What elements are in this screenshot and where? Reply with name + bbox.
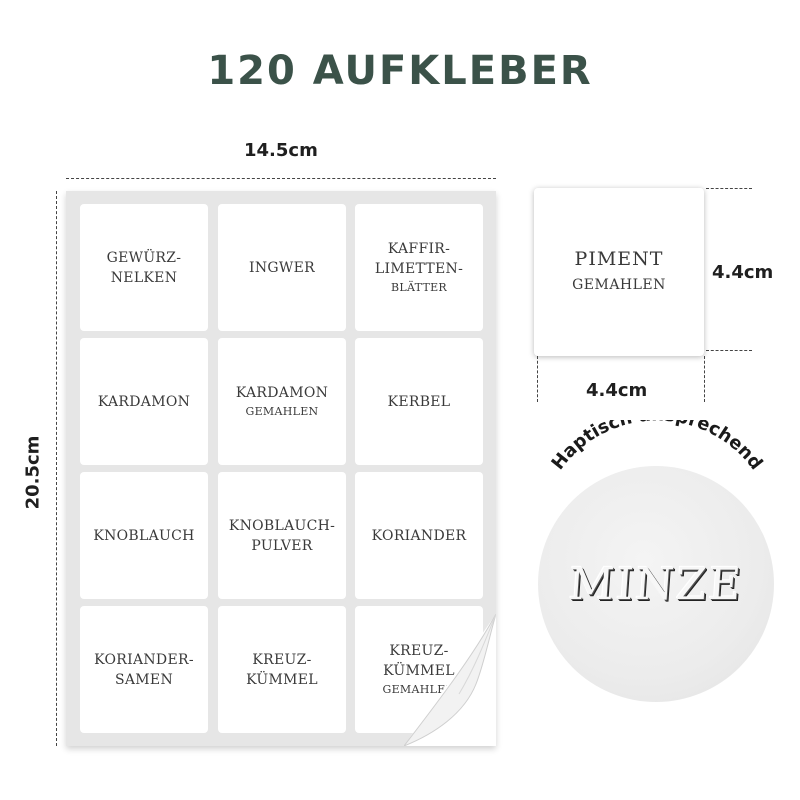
sheet-label-line2: KÜMMEL (383, 662, 455, 679)
sheet-label-line1: KARDAMON (235, 384, 329, 401)
sheet-height-label: 20.5cm (22, 435, 44, 510)
sheet-label-line2: NELKEN (110, 269, 178, 286)
zoom-circle: MINZE (538, 466, 774, 702)
label-width-line-left (537, 356, 538, 402)
label-height-line-bottom (706, 350, 752, 351)
sheet-width-line (66, 178, 496, 179)
page-title: 120 AUFKLEBER (207, 48, 593, 94)
single-label-line1: PIMENT (574, 248, 664, 270)
sheet-label-line1: KNOBLAUCH (93, 527, 195, 544)
sheet-label-line1: KREUZ- (252, 651, 312, 668)
sheet-label-line1: KERBEL (387, 393, 451, 410)
sheet-label: INGWER (218, 204, 346, 331)
page-curl (404, 614, 496, 746)
sheet-height-line (56, 191, 57, 746)
sheet-label-line1: KREUZ- (389, 642, 449, 659)
sheet-label-line1: GEWÜRZ- (106, 249, 182, 266)
sheet-label: KNOBLAUCH- PULVER (218, 472, 346, 599)
sheet-label-line2: PULVER (251, 537, 313, 554)
label-height-line-top (706, 188, 752, 189)
sheet-label-line1: KORIANDER- (94, 651, 194, 668)
tactile-zoom: Haptisch ansprechend MINZE (520, 420, 790, 710)
sheet-label-line3: BLÄTTER (390, 280, 448, 294)
embossed-word: MINZE (567, 558, 745, 610)
sheet-label-line3: GEMAHLEN (245, 404, 319, 418)
sheet-label-line1: KARDAMON (97, 393, 191, 410)
label-height-label: 4.4cm (712, 262, 774, 283)
sheet-width-label: 14.5cm (244, 140, 318, 161)
sheet-label: KORIANDER- SAMEN (80, 606, 208, 733)
sheet-label: KORIANDER (355, 472, 483, 599)
sheet-label: KARDAMON (80, 338, 208, 465)
sheet-label-line1: KNOBLAUCH- (228, 517, 336, 534)
sheet-label-line2: LIMETTEN- (374, 260, 464, 277)
sheet-label: KREUZ- KÜMMEL (218, 606, 346, 733)
sheet-label: KARDAMON GEMAHLEN (218, 338, 346, 465)
sheet-label: KAFFIR- LIMETTEN- BLÄTTER (355, 204, 483, 331)
sheet-label: GEWÜRZ- NELKEN (80, 204, 208, 331)
label-width-line-right (704, 356, 705, 402)
sticker-sheet: GEWÜRZ- NELKEN INGWER KAFFIR- LIMETTEN- BLÄTT… (66, 191, 496, 746)
sheet-label-line2: KÜMMEL (246, 671, 318, 688)
single-label-line2: GEMAHLEN (572, 277, 666, 293)
sheet-label-line2: SAMEN (114, 671, 173, 688)
sheet-label-line1: KORIANDER (371, 527, 467, 544)
sheet-label-line3: GEMAHLEN (382, 682, 456, 696)
sheet-label: KNOBLAUCH (80, 472, 208, 599)
sheet-label: KERBEL (355, 338, 483, 465)
sheet-label-line1: INGWER (249, 259, 315, 276)
curved-caption: Haptisch ansprechend (548, 420, 767, 474)
sheet-label-line1: KAFFIR- (387, 240, 451, 257)
single-label: PIMENT GEMAHLEN (534, 188, 704, 356)
label-width-label: 4.4cm (586, 380, 648, 401)
